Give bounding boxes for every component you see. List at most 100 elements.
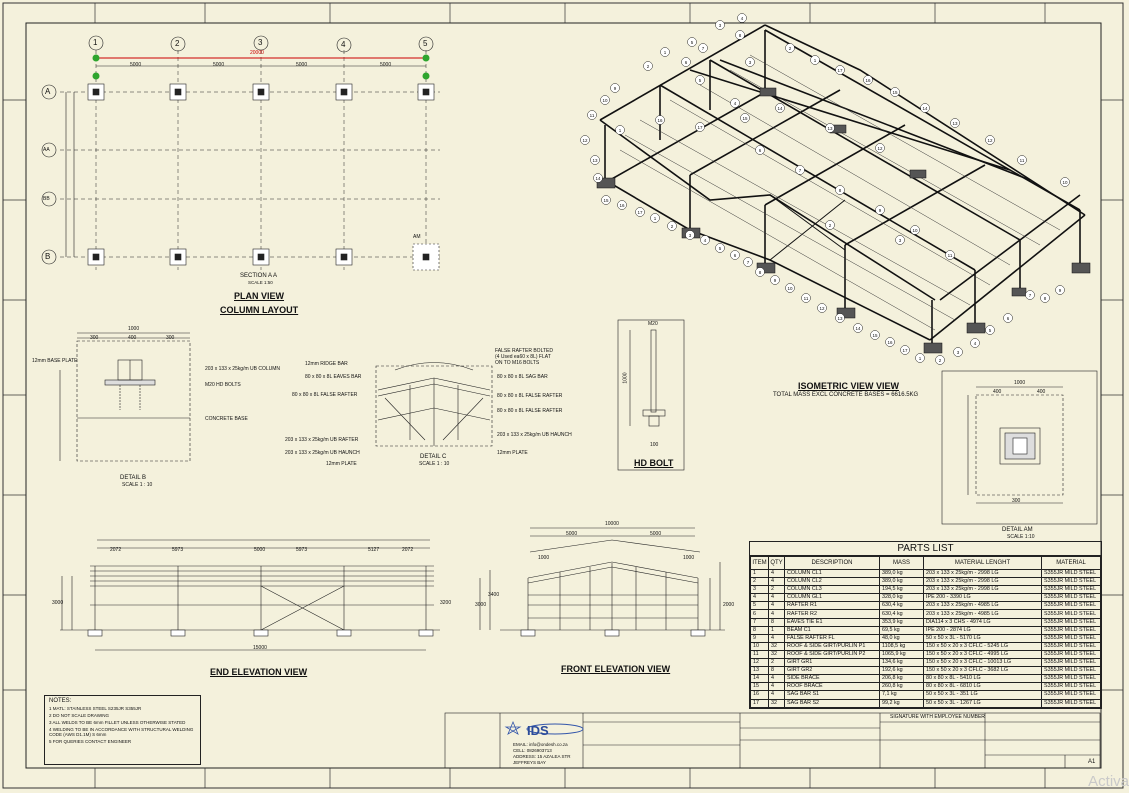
end-elev-side-2: 3200 bbox=[440, 600, 452, 606]
detail-am-dim-4: 300 bbox=[1012, 498, 1021, 504]
item-balloon-label: 4 bbox=[734, 101, 737, 106]
item-balloon bbox=[795, 165, 805, 175]
table-cell: 630,4 kg bbox=[879, 609, 924, 619]
item-balloon-label: 2 bbox=[829, 223, 832, 228]
detail-c-left-2: 80 x 80 x 8L EAVES BAR bbox=[305, 374, 362, 380]
table-cell: 32 bbox=[768, 641, 785, 651]
item-balloon-label: 5 bbox=[691, 40, 694, 45]
item-balloon-label: 14 bbox=[777, 106, 783, 111]
detail-c-right-5: 203 x 133 x 25kg/m UB HAUNCH bbox=[497, 432, 572, 438]
table-cell: S355JR MILD STEEL bbox=[1041, 585, 1101, 595]
item-balloon-label: 4 bbox=[741, 16, 744, 21]
parts-header-cell: QTY bbox=[768, 556, 785, 570]
item-balloon bbox=[580, 135, 590, 145]
detail-b-label-1: 12mm BASE PLATE bbox=[32, 358, 78, 364]
tb-city: JEFFREYS BAY bbox=[513, 760, 546, 765]
table-cell: 4 bbox=[768, 690, 785, 700]
end-elev-dim-3: 5000 bbox=[254, 547, 266, 553]
item-balloon-label: 6 bbox=[685, 60, 688, 65]
item-balloon-label: 9 bbox=[614, 86, 617, 91]
table-cell: 150 x 50 x 20 x 3 CFLC - 4995 LG bbox=[923, 649, 1042, 660]
item-balloon bbox=[687, 37, 697, 47]
activation-watermark: Activa bbox=[1088, 773, 1129, 790]
table-cell: 353,9 kg bbox=[879, 617, 924, 627]
end-elev-dim-4: 5973 bbox=[296, 547, 308, 553]
table-cell: COLUMN GL1 bbox=[784, 593, 880, 603]
table-cell: 9 bbox=[750, 633, 769, 643]
zone-ticks bbox=[3, 3, 1123, 788]
item-balloon-label: 3 bbox=[957, 350, 960, 355]
bay-dim-4: 5000 bbox=[380, 62, 392, 68]
table-cell: FALSE RAFTER FL bbox=[784, 633, 880, 643]
table-cell: 4 bbox=[768, 601, 785, 611]
notes-box: NOTES: 1 MATL: STAINLESS STEEL S235JR S3… bbox=[44, 695, 201, 765]
item-balloon bbox=[667, 221, 677, 231]
item-balloon bbox=[643, 61, 653, 71]
hd-bolt-dim-1: M20 bbox=[648, 321, 658, 327]
item-balloon bbox=[737, 13, 747, 23]
table-cell: S355JR MILD STEEL bbox=[1041, 682, 1101, 692]
plan-view-subtitle: COLUMN LAYOUT bbox=[220, 305, 299, 315]
detail-c-right-4: 80 x 80 x 8L FALSE RAFTER bbox=[497, 408, 563, 414]
grid-col-3: 3 bbox=[258, 38, 263, 47]
detail-b-dim-2: 400 bbox=[128, 335, 137, 341]
grid-col-4: 4 bbox=[341, 40, 346, 49]
table-cell: 2 bbox=[768, 658, 785, 668]
item-balloon-label: 10 bbox=[787, 286, 793, 291]
item-balloon-label: 8 bbox=[759, 270, 762, 275]
item-balloon bbox=[863, 75, 873, 85]
detail-b-dim-total: 1000 bbox=[128, 326, 140, 332]
item-balloon-label: 2 bbox=[939, 358, 942, 363]
item-balloon bbox=[755, 145, 765, 155]
item-balloon-label: 12 bbox=[819, 306, 825, 311]
detail-c-left-1: 12mm RIDGE BAR bbox=[305, 361, 348, 367]
am-marker: AM bbox=[413, 234, 421, 240]
item-balloon-label: 2 bbox=[789, 46, 792, 51]
item-balloon bbox=[895, 235, 905, 245]
item-balloon bbox=[1003, 313, 1013, 323]
table-cell: 150 x 50 x 20 x 3 CFLC - 10013 LG bbox=[923, 658, 1042, 668]
table-cell: ROOF & SIDE GIRT/PURLIN P2 bbox=[784, 649, 880, 660]
item-balloon-label: 1 bbox=[814, 58, 817, 63]
table-cell: 50 x 50 x 3L - 351 LG bbox=[923, 690, 1042, 700]
item-balloon bbox=[610, 83, 620, 93]
end-elevation-title: END ELEVATION VIEW bbox=[210, 667, 308, 677]
table-cell: S355JR MILD STEEL bbox=[1041, 609, 1101, 619]
grid-row-bb: BB bbox=[43, 196, 50, 202]
detail-b-title: DETAIL B bbox=[120, 475, 147, 481]
table-cell: 4 bbox=[750, 593, 769, 603]
item-balloon bbox=[695, 122, 705, 132]
grid-row-b: B bbox=[45, 252, 51, 261]
item-balloon bbox=[835, 185, 845, 195]
detail-c-right-2: 80 x 80 x 8L SAG BAR bbox=[497, 374, 548, 380]
item-balloon bbox=[698, 43, 708, 53]
table-cell: S355JR MILD STEEL bbox=[1041, 641, 1101, 651]
item-balloon-label: 14 bbox=[595, 176, 601, 181]
table-cell: ROOF BRACE bbox=[784, 682, 880, 692]
item-balloon bbox=[920, 103, 930, 113]
item-balloon-label: 9 bbox=[879, 208, 882, 213]
table-cell: 1 bbox=[750, 568, 769, 579]
grid-row-a: A bbox=[45, 87, 51, 96]
table-cell: 80 x 80 x 8L - 5410 LG bbox=[923, 674, 1042, 684]
front-elevation bbox=[479, 527, 725, 637]
item-balloon bbox=[650, 213, 660, 223]
item-balloon-label: 1 bbox=[664, 50, 667, 55]
item-balloon bbox=[593, 173, 603, 183]
table-cell: 203 x 133 x 25kg/m - 4985 LG bbox=[923, 609, 1042, 619]
item-balloon-label: 7 bbox=[702, 46, 705, 51]
tb-cell: CELL: 0826903713 bbox=[513, 748, 552, 753]
item-balloon bbox=[730, 98, 740, 108]
item-balloon bbox=[935, 355, 945, 365]
item-balloon-label: 17 bbox=[902, 348, 908, 353]
table-cell: EAVES TIE E1 bbox=[784, 617, 880, 627]
item-balloon-label: 7 bbox=[747, 260, 750, 265]
item-balloon bbox=[715, 20, 725, 30]
table-cell: 4 bbox=[768, 593, 785, 603]
grid-row-aa: AA bbox=[43, 147, 50, 153]
end-elev-side-1: 3000 bbox=[52, 600, 64, 606]
